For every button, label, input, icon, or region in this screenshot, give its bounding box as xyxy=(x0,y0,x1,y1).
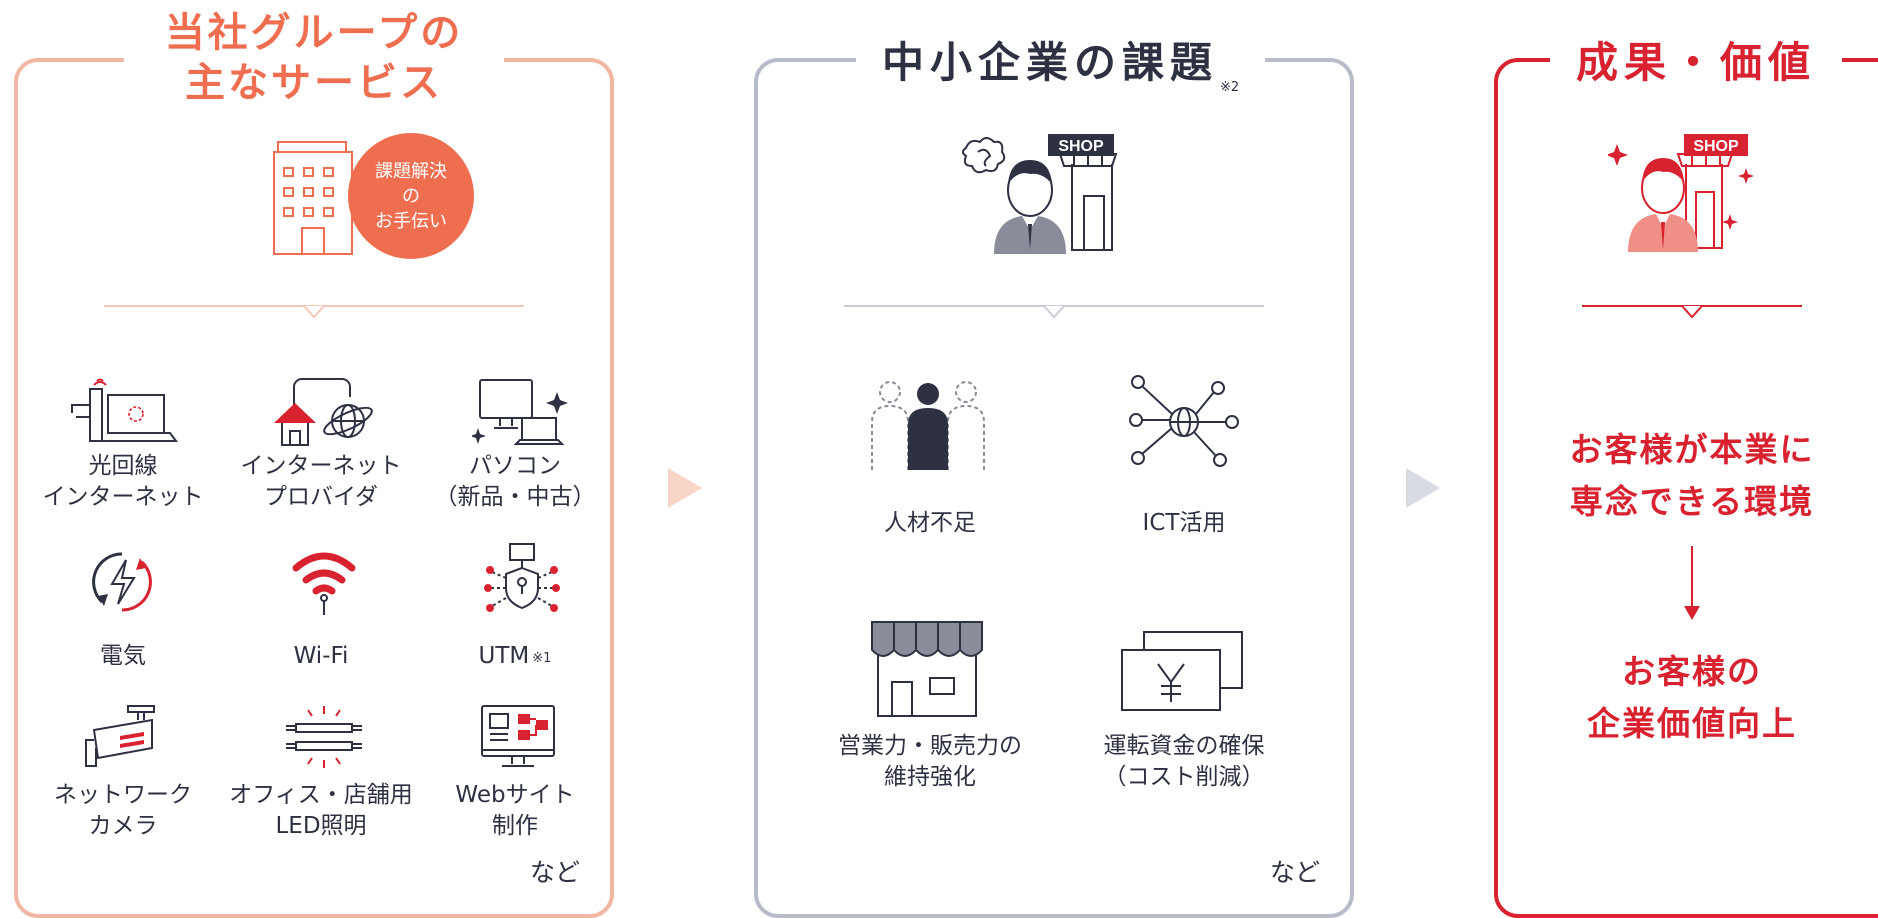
support-badge: 課題解決 の お手伝い xyxy=(348,133,474,259)
result-line: お客様の xyxy=(1622,652,1762,691)
label-line: 運転資金の確保 xyxy=(1103,733,1265,759)
label-line: 人材不足 xyxy=(884,510,976,536)
website-icon xyxy=(481,705,555,767)
service-label: Wi-Fi xyxy=(226,641,416,672)
label-line: 電気 xyxy=(100,643,146,669)
service-label: オフィス・店舗用 LED照明 xyxy=(226,780,416,842)
flow-arrow-icon xyxy=(1406,468,1440,508)
down-arrow-icon xyxy=(1684,546,1700,620)
label-line: 維持強化 xyxy=(884,764,976,790)
challenge-label: 人材不足 xyxy=(830,508,1030,539)
services-title-line1: 当社グループの xyxy=(164,10,464,56)
internet-provider-icon xyxy=(274,378,373,446)
service-label: 電気 xyxy=(28,641,218,672)
label-line: Webサイト xyxy=(455,782,575,808)
footnote-mark: ※1 xyxy=(532,651,552,666)
footnote-mark: ※2 xyxy=(1220,80,1240,95)
electricity-icon xyxy=(92,552,152,612)
challenge-label: ICT活用 xyxy=(1084,508,1284,539)
service-label: 光回線インターネット xyxy=(28,451,218,513)
storefront-icon xyxy=(871,621,983,717)
etc-label: など xyxy=(530,858,581,887)
svg-text:SHOP: SHOP xyxy=(1693,138,1739,155)
label-line: ネットワーク xyxy=(54,782,192,808)
result-line: 企業価値向上 xyxy=(1587,704,1797,743)
worried-shop-owner-icon: SHOP xyxy=(962,134,1118,254)
label-line: 光回線 xyxy=(88,453,158,479)
challenge-label: 運転資金の確保 （コスト削減） xyxy=(1074,731,1294,793)
challenges-panel-title: 中小企業の課題※2 xyxy=(856,34,1266,117)
label-line: カメラ xyxy=(88,813,158,839)
result-work-environment: お客様が本業に 専念できる環境 xyxy=(1502,424,1878,528)
services-panel-title: 当社グループの 主なサービス xyxy=(124,8,504,108)
service-label: UTM※1 xyxy=(420,641,610,674)
yen-cash-icon xyxy=(1121,631,1243,711)
label-line: プロバイダ xyxy=(263,484,379,510)
challenge-label: 営業力・販売力の維持強化 xyxy=(820,731,1040,793)
label-line: 制作 xyxy=(492,813,538,839)
service-label: ネットワークカメラ xyxy=(28,780,218,842)
label-line: オフィス・店舗用 xyxy=(229,782,413,808)
service-label: パソコン （新品・中古） xyxy=(420,451,610,513)
label-line: （コスト削減） xyxy=(1103,764,1265,790)
ict-network-icon xyxy=(1129,375,1239,467)
challenges-title-text: 中小企業の課題 xyxy=(882,38,1219,87)
badge-line: お手伝い xyxy=(375,210,447,232)
result-line: 専念できる環境 xyxy=(1569,482,1815,521)
wifi-icon xyxy=(292,552,356,615)
label-line: インターネット xyxy=(42,484,204,510)
pc-icon xyxy=(472,379,568,445)
happy-shop-owner-icon: SHOP xyxy=(1608,134,1754,252)
office-building-icon xyxy=(273,141,353,255)
label-line: 営業力・販売力の xyxy=(838,733,1022,759)
fiber-internet-icon xyxy=(71,378,178,442)
label-line: （新品・中古） xyxy=(434,484,596,510)
label-line: インターネット xyxy=(240,453,402,479)
chevron-down-icon xyxy=(1681,305,1703,319)
label-line: パソコン xyxy=(469,453,561,479)
label-line: ICT活用 xyxy=(1142,510,1226,536)
chevron-down-icon xyxy=(1043,305,1065,319)
service-label: Webサイト制作 xyxy=(420,780,610,842)
svg-text:SHOP: SHOP xyxy=(1058,138,1104,155)
label-line: UTM xyxy=(478,643,530,669)
service-label: インターネットプロバイダ xyxy=(226,451,416,513)
flow-arrow-icon xyxy=(668,468,702,508)
result-line: お客様が本業に xyxy=(1569,430,1815,469)
etc-label: など xyxy=(1270,858,1321,887)
badge-line: 課題解決 xyxy=(375,160,447,182)
utm-icon xyxy=(484,543,560,612)
staff-shortage-icon xyxy=(871,381,985,470)
chevron-down-icon xyxy=(303,305,325,319)
badge-line: の xyxy=(402,185,420,207)
label-line: Wi-Fi xyxy=(293,643,349,669)
label-line: LED照明 xyxy=(275,813,367,839)
result-corporate-value: お客様の 企業価値向上 xyxy=(1502,646,1878,750)
led-lighting-icon xyxy=(286,706,362,768)
network-camera-icon xyxy=(85,705,155,767)
services-title-line2: 主なサービス xyxy=(185,60,443,106)
results-panel-title: 成果・価値 xyxy=(1550,34,1843,92)
